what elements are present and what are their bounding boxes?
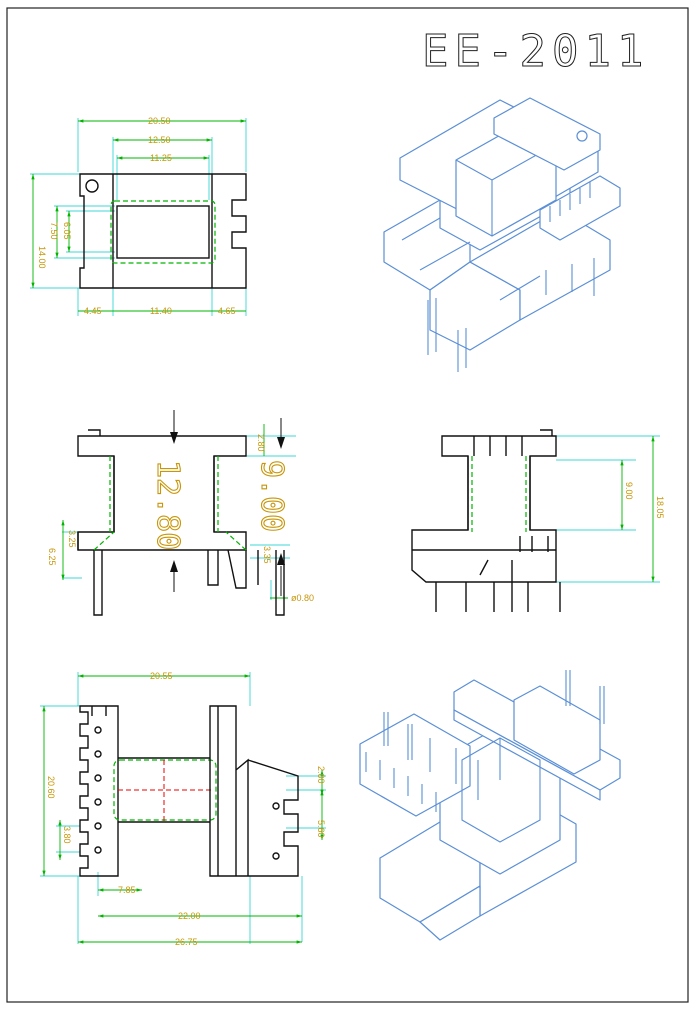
dim-2-80: 2.80: [256, 434, 266, 452]
dim-12-80: 12.80: [150, 460, 185, 550]
dim-11-25: 11.25: [150, 153, 172, 163]
dim-20-50: 20.50: [148, 116, 171, 126]
dim-3-25: 3.25: [67, 530, 77, 548]
dim-3-80: 3.80: [62, 826, 72, 844]
dim-12-50: 12.50: [148, 135, 171, 145]
dim-5-60: 5.60: [316, 820, 326, 838]
isometric-view-bottom: [359, 670, 621, 941]
isometric-view-top: [383, 97, 621, 372]
dim-9-00-big: 9.00: [254, 460, 289, 532]
dim-7-85: 7.85: [118, 885, 136, 895]
dim-pin-diameter: ø0.80: [291, 593, 314, 603]
top-view: 20.50 12.50 11.25 14.00 7.50 6.05 4.45 1…: [30, 116, 247, 316]
dim-22-00: 22.00: [178, 911, 201, 921]
dim-7-50: 7.50: [49, 222, 59, 240]
dim-20-60: 20.60: [46, 776, 56, 799]
sheet-border: [6, 7, 689, 1003]
side-view: 9.00 18.05: [411, 429, 665, 612]
dim-4-45: 4.45: [84, 306, 102, 316]
dim-18-05: 18.05: [655, 496, 665, 519]
dim-6-25: 6.25: [47, 548, 57, 566]
dim-3-35: 3.35: [262, 546, 272, 564]
bottom-view: 20.55 20.60 3.80 2.00 5.60 7.85 22.00 26…: [40, 671, 326, 947]
dim-6-05: 6.05: [62, 222, 72, 240]
dim-26-75: 26.75: [175, 937, 198, 947]
dim-4-65: 4.65: [218, 306, 236, 316]
dim-14-00: 14.00: [37, 246, 47, 269]
front-view: 12.80 9.00 2.80 3.25 6.25 3.35 ø0.80: [47, 410, 314, 616]
dim-9-00: 9.00: [624, 482, 634, 500]
dim-20-55: 20.55: [150, 671, 173, 681]
drawing-title: EE-2011: [422, 26, 649, 77]
dim-2-00: 2.00: [316, 766, 326, 784]
dim-11-40: 11.40: [150, 306, 172, 316]
